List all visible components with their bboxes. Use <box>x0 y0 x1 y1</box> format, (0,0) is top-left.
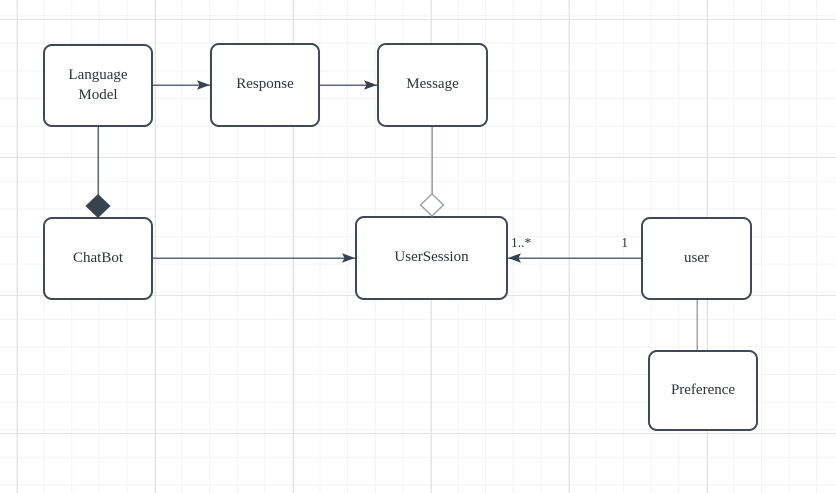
edge-response-to-message[interactable] <box>320 80 377 90</box>
arrowhead-icon <box>197 80 210 90</box>
composition-diamond-icon <box>85 193 111 219</box>
node-response[interactable]: Response <box>210 43 320 127</box>
edge-usersession-aggregation-message[interactable] <box>419 127 445 218</box>
node-label-response: Response <box>236 76 294 93</box>
edge-multiplicity-label: 1..* <box>511 235 532 250</box>
node-usersession[interactable]: UserSession <box>355 216 508 300</box>
edge-user-to-usersession[interactable]: 1..* 1 <box>508 235 641 263</box>
edge-multiplicity-label: 1 <box>621 235 628 250</box>
node-message[interactable]: Message <box>377 43 488 127</box>
node-label-language-model: Language Model <box>68 67 128 103</box>
node-label-preference: Preference <box>670 381 736 398</box>
node-label-usersession: UserSession <box>394 249 469 266</box>
node-label-chatbot: ChatBot <box>72 249 123 266</box>
edge-chatbot-composition-language-model[interactable] <box>85 127 111 219</box>
node-chatbot[interactable]: ChatBot <box>43 217 153 300</box>
arrowhead-icon <box>342 253 355 263</box>
node-user[interactable]: user <box>641 217 752 300</box>
node-label-message: Message <box>406 76 459 93</box>
edge-language-model-to-response[interactable] <box>153 80 210 90</box>
arrowhead-icon <box>364 80 377 90</box>
aggregation-diamond-icon <box>419 192 445 218</box>
node-preference[interactable]: Preference <box>648 350 758 431</box>
node-language-model[interactable]: Language Model <box>43 44 153 127</box>
arrowhead-icon <box>508 253 521 263</box>
node-label-user: user <box>684 249 709 266</box>
edge-chatbot-to-usersession[interactable] <box>153 253 355 263</box>
